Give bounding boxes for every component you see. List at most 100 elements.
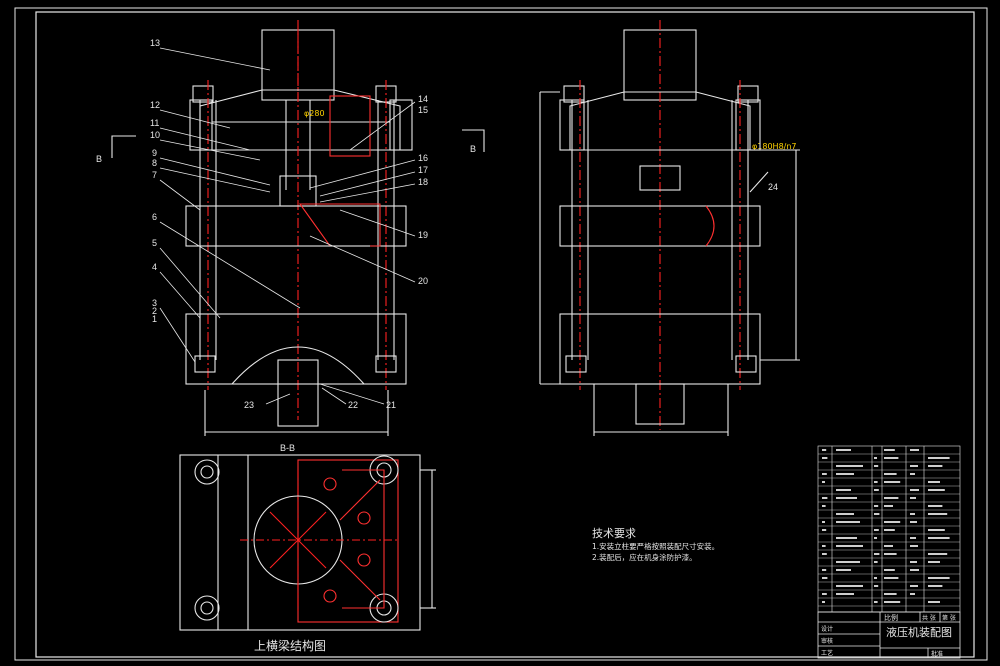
beam-view-title: 上横梁结构图 bbox=[254, 638, 326, 653]
parts-entry-mark bbox=[884, 569, 895, 571]
part-label-9: 9 bbox=[152, 148, 157, 158]
parts-entry-mark bbox=[836, 449, 851, 451]
parts-entry-mark bbox=[884, 529, 895, 531]
parts-list-rows bbox=[818, 453, 960, 607]
parts-entry-mark bbox=[874, 513, 880, 515]
parts-entry-mark bbox=[928, 577, 950, 579]
part-label-15: 15 bbox=[418, 105, 428, 115]
parts-entry-mark bbox=[874, 553, 880, 555]
parts-entry-mark bbox=[822, 473, 827, 475]
parts-entry-mark bbox=[928, 513, 948, 515]
parts-entry-mark bbox=[874, 601, 878, 603]
part-label-3: 3 bbox=[152, 298, 157, 308]
parts-entry-mark bbox=[884, 497, 899, 499]
base-frame bbox=[185, 313, 407, 385]
side-view bbox=[539, 20, 800, 436]
part-label-17: 17 bbox=[418, 165, 428, 175]
part-label-5: 5 bbox=[152, 238, 157, 248]
title-block-label-sheet: 第 张 bbox=[942, 614, 956, 622]
parts-entry-mark bbox=[884, 505, 893, 507]
part-label-21: 21 bbox=[386, 400, 396, 410]
parts-entry-mark bbox=[822, 457, 828, 459]
parts-entry-mark bbox=[822, 545, 826, 547]
parts-entry-mark bbox=[836, 585, 863, 587]
parts-entry-mark bbox=[822, 601, 825, 603]
parts-entry-mark bbox=[874, 481, 878, 483]
part-label-2: 2 bbox=[152, 306, 157, 316]
parts-entry-mark bbox=[874, 529, 879, 531]
parts-entry-mark bbox=[928, 489, 945, 491]
section-marker-left: B bbox=[96, 154, 102, 164]
parts-entry-mark bbox=[910, 561, 917, 563]
parts-entry-mark bbox=[910, 513, 915, 515]
front-view bbox=[111, 20, 485, 436]
parts-entry-mark bbox=[822, 505, 826, 507]
parts-entry-mark bbox=[836, 569, 851, 571]
parts-entry-mark bbox=[928, 561, 940, 563]
parts-entry-mark bbox=[822, 521, 825, 523]
part-label-18: 18 bbox=[418, 177, 428, 187]
parts-entry-mark bbox=[884, 521, 901, 523]
title-block bbox=[817, 611, 961, 659]
parts-entry-mark bbox=[836, 497, 857, 499]
parts-entry-mark bbox=[928, 457, 950, 459]
part-label-16: 16 bbox=[418, 153, 428, 163]
beam-plan-outline bbox=[179, 454, 421, 631]
part-label-4: 4 bbox=[152, 262, 157, 272]
parts-entry-mark bbox=[910, 569, 919, 571]
parts-entry-mark bbox=[910, 585, 918, 587]
bore-note: φ280 bbox=[304, 109, 325, 118]
parts-entry-mark bbox=[836, 465, 863, 467]
parts-entry-mark bbox=[910, 545, 918, 547]
parts-entry-mark bbox=[874, 489, 879, 491]
parts-entry-mark bbox=[836, 489, 851, 491]
part-label-7: 7 bbox=[152, 170, 157, 180]
parts-entry-mark bbox=[874, 585, 879, 587]
section-marker-right: B bbox=[470, 144, 476, 154]
parts-entry-mark bbox=[884, 553, 897, 555]
parts-entry-mark bbox=[884, 481, 901, 483]
parts-entry-mark bbox=[884, 457, 899, 459]
title-block-label-scale: 比例 bbox=[884, 613, 898, 622]
parts-entry-mark bbox=[822, 449, 827, 451]
parts-entry-mark bbox=[884, 473, 897, 475]
title-row-process: 工艺 bbox=[821, 649, 833, 657]
parts-entry-mark bbox=[910, 537, 916, 539]
parts-entry-mark bbox=[910, 465, 918, 467]
part-label-11: 11 bbox=[150, 118, 159, 128]
parts-list-entries bbox=[822, 449, 950, 603]
drawing-name: 液压机装配图 bbox=[886, 625, 952, 639]
moving-beam bbox=[185, 205, 407, 247]
parts-entry-mark bbox=[928, 537, 950, 539]
parts-entry-mark bbox=[884, 593, 897, 595]
part-label-10: 10 bbox=[150, 130, 160, 140]
parts-entry-mark bbox=[874, 505, 879, 507]
parts-entry-mark bbox=[884, 449, 895, 451]
upper-beam-structure-view bbox=[179, 454, 436, 631]
parts-entry-mark bbox=[910, 521, 917, 523]
parts-entry-mark bbox=[836, 537, 857, 539]
parts-entry-mark bbox=[928, 465, 943, 467]
title-row-approve: 批准 bbox=[931, 650, 943, 658]
parts-entry-mark bbox=[836, 473, 854, 475]
parts-entry-mark bbox=[822, 569, 827, 571]
parts-entry-mark bbox=[836, 513, 854, 515]
part-label-1: 1 bbox=[152, 314, 157, 324]
leader-lines-front bbox=[159, 47, 416, 405]
parts-entry-mark bbox=[836, 545, 863, 547]
parts-entry-mark bbox=[910, 489, 919, 491]
parts-entry-mark bbox=[910, 449, 919, 451]
section-view-title: B-B bbox=[280, 443, 295, 453]
parts-entry-mark bbox=[928, 601, 940, 603]
part-label-6: 6 bbox=[152, 212, 157, 222]
parts-entry-mark bbox=[836, 521, 860, 523]
parts-entry-mark bbox=[928, 505, 943, 507]
part-label-24: 24 bbox=[768, 182, 778, 192]
part-label-22: 22 bbox=[348, 400, 358, 410]
parts-entry-mark bbox=[928, 529, 945, 531]
part-label-13: 13 bbox=[150, 38, 160, 48]
tech-req-line-2: 2.装配后，应在机身涂防护漆。 bbox=[592, 552, 697, 562]
parts-entry-mark bbox=[822, 553, 827, 555]
